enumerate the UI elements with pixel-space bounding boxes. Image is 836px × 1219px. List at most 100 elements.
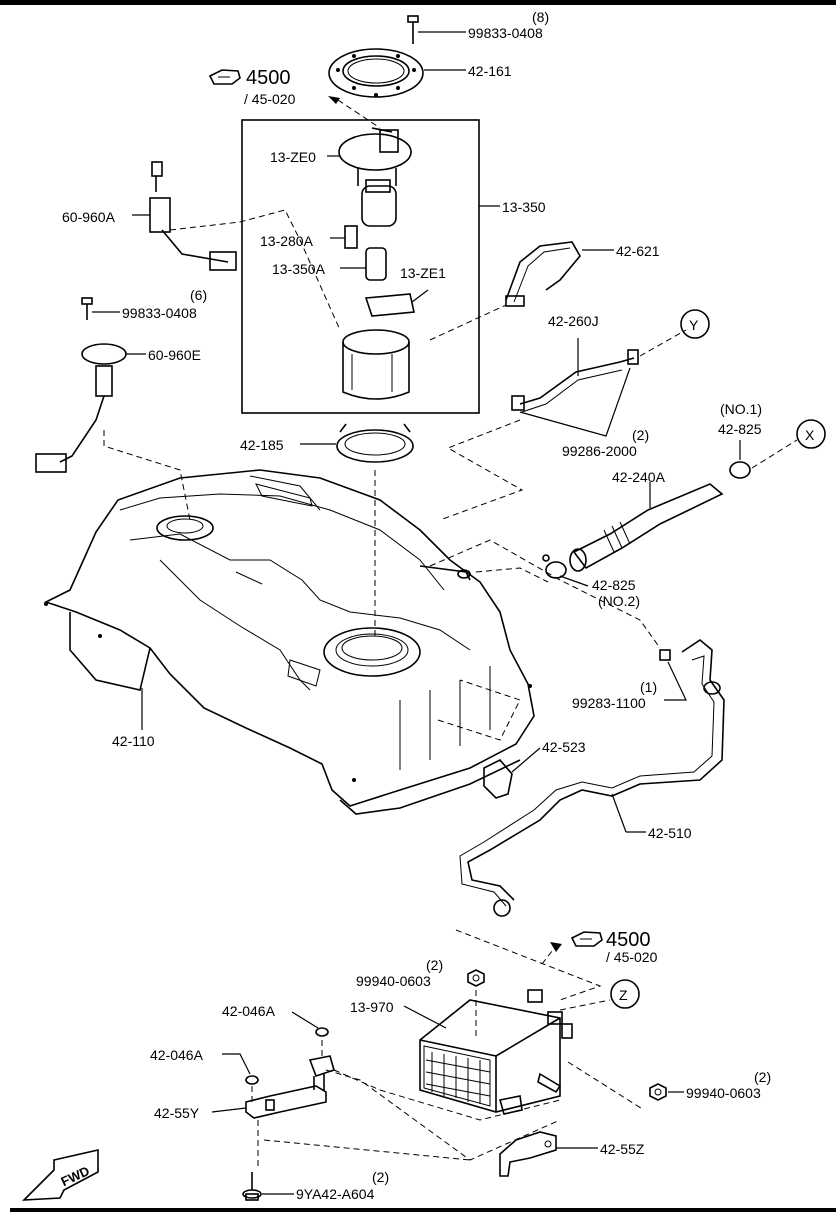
tank-vent-dashed <box>429 539 661 649</box>
label-99940-0603-top: 99940-0603 <box>356 973 431 989</box>
label-13-ZE1: 13-ZE1 <box>400 265 446 281</box>
bolt-99833-0408-top <box>407 15 466 44</box>
ref-circle-z <box>610 979 640 1009</box>
bracket-42-55Z <box>499 1131 598 1177</box>
label-42-523: 42-523 <box>542 739 586 755</box>
label-13-350A: 13-350A <box>272 261 326 277</box>
washer-42-046A-top <box>291 1011 329 1037</box>
label-ref-z: Z <box>619 987 628 1003</box>
clip-99283-1100 <box>659 649 687 701</box>
label-ref-y: Y <box>689 317 699 333</box>
pump-flange-13-ZE0 <box>327 127 412 186</box>
label-42-046A-top: 42-046A <box>222 1003 276 1019</box>
label-99833-0408-top: 99833-0408 <box>468 25 543 41</box>
top-border <box>0 0 836 5</box>
label-42-621: 42-621 <box>616 243 660 259</box>
label-42-55Z: 42-55Z <box>600 1141 645 1157</box>
label-99833-0408-mid: 99833-0408 <box>122 305 197 321</box>
nut-99940-0603-top <box>467 969 485 987</box>
label-99940-0603-right: 99940-0603 <box>686 1085 761 1101</box>
bracket-42-523 <box>483 747 541 799</box>
label-13-350: 13-350 <box>502 199 546 215</box>
ref-arrow-top <box>208 69 241 85</box>
ref-circle-x <box>796 419 826 449</box>
clamp-42-825-no1 <box>729 440 751 479</box>
bracket-42-55Y <box>211 1055 335 1119</box>
tank-bracket-dashed <box>437 679 521 741</box>
label-qty-2-nut-right: (2) <box>754 1069 771 1085</box>
label-qty-1: (1) <box>640 679 657 695</box>
strainer-13-ZE1 <box>364 289 429 317</box>
bolt-9YA42-A604 <box>242 1172 294 1201</box>
label-no1: (NO.1) <box>720 401 762 417</box>
vent-line-42-510 <box>459 639 725 917</box>
label-4500-top: 4500 <box>246 67 291 89</box>
hose-42-260J <box>511 338 639 413</box>
fuel-filter-13-350A <box>340 247 387 281</box>
retainer-ring-42-161 <box>328 48 466 98</box>
charcoal-canister-13-970 <box>403 989 573 1115</box>
bracket-dashed-lines <box>251 1040 561 1170</box>
fwd-arrow-icon <box>21 1148 99 1201</box>
hose-tank-dashed <box>439 419 524 521</box>
clamp-tank-dashed <box>475 567 549 583</box>
leader-arrowhead-bottom <box>550 942 562 952</box>
bottom-border <box>10 1208 836 1212</box>
label-no2: (NO.2) <box>598 593 640 609</box>
clamp-x-dashed <box>751 439 798 469</box>
nut-right-dashed <box>567 1061 645 1111</box>
label-qty-2-bolt: (2) <box>372 1169 389 1185</box>
fuel-pump-assembly-box <box>241 119 480 414</box>
nut-99940-0603-right <box>649 1083 684 1101</box>
label-13-280A: 13-280A <box>260 233 314 249</box>
sender-connection-dashed <box>169 209 341 331</box>
pump-motor <box>361 179 397 227</box>
label-4500-bottom: 4500 <box>606 929 651 951</box>
sub-sender-60-960E <box>35 343 146 473</box>
label-42-55Y: 42-55Y <box>154 1105 200 1121</box>
label-42-110: 42-110 <box>112 733 155 749</box>
canister-z-dashed <box>559 999 611 1011</box>
label-45-020-bottom: / 45-020 <box>606 949 658 965</box>
label-45-020-top: / 45-020 <box>244 91 296 107</box>
leader-to-4500-top <box>337 99 381 129</box>
retainer-ring-42-185 <box>300 423 414 463</box>
label-13-970: 13-970 <box>350 999 394 1015</box>
label-ref-x: X <box>805 427 815 443</box>
canister-vent-dashed <box>455 929 602 1001</box>
label-60-960E: 60-960E <box>148 347 201 363</box>
bolt-99833-0408-mid <box>81 297 120 320</box>
label-42-161: 42-161 <box>468 63 512 79</box>
pressure-regulator-13-280A <box>330 225 358 249</box>
label-13-ZE0: 13-ZE0 <box>270 149 316 165</box>
label-9YA42-A604: 9YA42-A604 <box>296 1186 375 1202</box>
fuel-sender-60-960A <box>132 161 237 271</box>
label-42-260J: 42-260J <box>548 313 599 329</box>
label-42-046A-mid: 42-046A <box>150 1047 204 1063</box>
label-42-185: 42-185 <box>240 437 284 453</box>
ref-arrow-bottom <box>570 931 603 947</box>
filler-hose-42-240A <box>569 482 724 572</box>
hose-y-dashed <box>639 329 687 357</box>
pump-reservoir-cup <box>342 329 410 400</box>
label-42-510: 42-510 <box>648 825 692 841</box>
label-42-825-bot: 42-825 <box>592 577 636 593</box>
label-qty-6: (6) <box>190 287 207 303</box>
label-42-825-top: 42-825 <box>718 421 762 437</box>
sub-sender-dashed <box>103 430 191 521</box>
leader-to-4500-bottom <box>541 945 557 965</box>
washer-42-046A-mid <box>222 1053 259 1085</box>
vent-pipe-dashed <box>429 304 507 341</box>
fuel-tank-42-110 <box>43 469 535 815</box>
label-qty-2-nut-top: (2) <box>426 957 443 973</box>
label-qty-2-clamp: (2) <box>632 427 649 443</box>
leader-arrowhead-top <box>328 96 340 104</box>
label-60-960A: 60-960A <box>62 209 116 225</box>
label-99283-1100: 99283-1100 <box>572 695 646 711</box>
leader-99286-2000 <box>519 367 631 437</box>
label-qty-8: (8) <box>532 9 549 25</box>
ref-circle-y <box>680 309 710 339</box>
label-99286-2000: 99286-2000 <box>562 443 637 459</box>
